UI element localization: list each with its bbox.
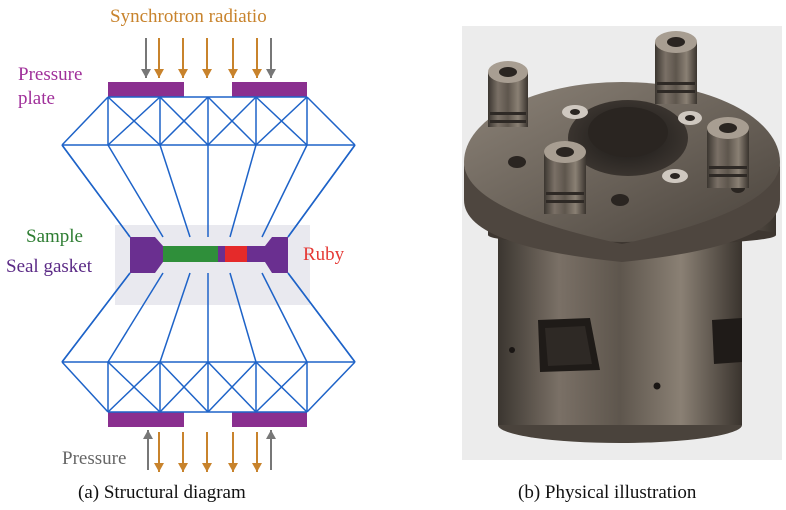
pressure-label: Pressure <box>62 448 127 469</box>
bottom-right-pressure-plate <box>232 412 307 427</box>
seal-gasket-label: Seal gasket <box>6 256 93 277</box>
caption-physical-illustration: (b) Physical illustration <box>518 482 697 503</box>
pressure-cell-photo <box>462 26 782 460</box>
caption-structural-diagram: (a) Structural diagram <box>78 482 246 503</box>
ruby-region <box>225 246 247 262</box>
sample-region <box>163 246 218 262</box>
top-right-pressure-plate <box>232 82 307 97</box>
pressure-plate-label-line1: Pressure <box>18 64 83 85</box>
diamond-anvils <box>61 96 356 413</box>
bottom-left-pressure-plate <box>108 412 184 427</box>
ruby-label: Ruby <box>303 244 345 265</box>
pressure-plate-label-line2: plate <box>18 88 55 109</box>
radiation-and-pressure-arrows <box>141 38 276 472</box>
sample-label: Sample <box>26 226 83 247</box>
synchrotron-radiation-label: Synchrotron radiatio <box>110 6 267 27</box>
top-left-pressure-plate <box>108 82 184 97</box>
